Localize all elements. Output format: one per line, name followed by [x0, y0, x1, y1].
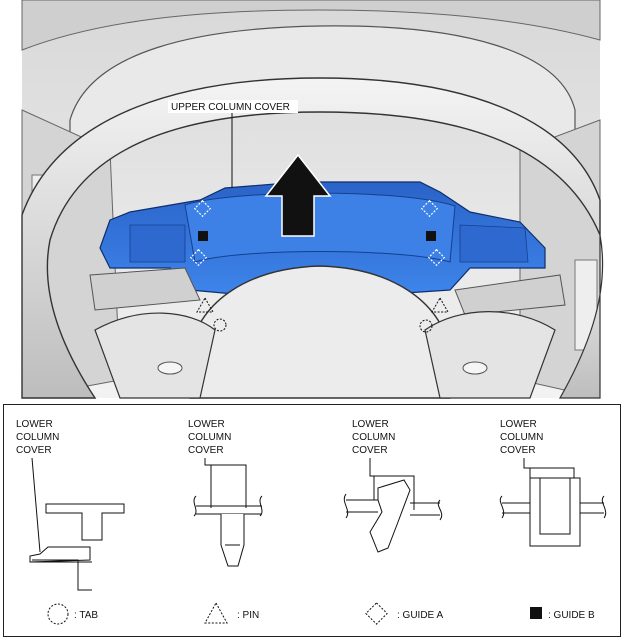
guide-b-break-right	[601, 495, 607, 519]
legend: : TAB : PIN : GUIDE A : GUIDE B	[47, 601, 595, 625]
guide-b-marker	[198, 231, 208, 241]
tab-marker	[419, 319, 433, 333]
guide-a-body	[369, 479, 411, 553]
panel-label-line: COVER	[16, 445, 52, 456]
panel-label-line: COLUMN	[16, 432, 59, 443]
left-stalk	[89, 267, 201, 311]
guide-a-marker	[193, 199, 212, 218]
detail-box-frame	[3, 404, 621, 637]
right-switch	[462, 361, 488, 375]
steering-wheel-left-spoke	[94, 312, 216, 399]
panel-label-line: COVER	[500, 445, 536, 456]
steering-wheel-rim-upper	[21, 77, 601, 399]
callout-label: UPPER COLUMN COVER	[171, 102, 290, 113]
cover-right-wing	[459, 224, 529, 263]
panel-label-line: LOWER	[352, 419, 389, 430]
panel-leader	[369, 458, 415, 510]
detail-panel-tab: LOWER COLUMN COVER	[16, 419, 125, 591]
dashed-diamond-icon	[365, 602, 388, 625]
pin-marker	[431, 296, 449, 313]
callout-label-bg	[168, 100, 298, 113]
detail-box: LOWER COLUMN COVER LOWER COLUMN COVER LO…	[3, 404, 621, 637]
guide-a-marker	[427, 248, 446, 267]
cover-left-wing	[129, 224, 186, 263]
right-stalk	[454, 274, 566, 316]
steering-wheel-rim-right	[558, 234, 604, 399]
dashed-circle-icon	[47, 603, 69, 625]
steering-wheel-right-spoke	[424, 311, 556, 399]
panel-label-line: COVER	[188, 445, 224, 456]
tab-lower-part	[32, 559, 92, 591]
guide-b-marker	[426, 231, 436, 241]
guide-a-break-right	[437, 499, 443, 521]
panel-label-line: COVER	[352, 445, 388, 456]
main-illustration: UPPER COLUMN COVER	[21, 0, 604, 399]
panel-label-line: COLUMN	[188, 432, 231, 443]
detail-panel-guide-a: LOWER COLUMN COVER	[343, 419, 443, 553]
guide-b-break-left	[499, 495, 505, 519]
cover-center-panel	[184, 192, 456, 263]
legend-label-tab: : TAB	[74, 610, 98, 621]
guide-a-marker	[189, 248, 208, 267]
pin-marker	[196, 296, 214, 313]
legend-label-guide-b: : GUIDE B	[548, 610, 595, 621]
dash-top	[21, 0, 601, 51]
guide-a-panel-lines	[346, 499, 440, 516]
guide-b-outer	[529, 477, 581, 547]
panel-leader	[31, 457, 41, 553]
pin-break-left	[193, 495, 197, 517]
removal-direction-arrow	[264, 153, 332, 237]
filled-square-icon	[530, 607, 542, 619]
pin-body	[220, 514, 245, 567]
panel-label-line: LOWER	[500, 419, 537, 430]
panel-label-line: COLUMN	[352, 432, 395, 443]
panel-label-line: COLUMN	[500, 432, 543, 443]
detail-panel-guide-b: LOWER COLUMN COVER	[499, 419, 607, 547]
panel-label-line: LOWER	[188, 419, 225, 430]
tab-marker	[213, 318, 227, 332]
legend-label-pin: : PIN	[237, 610, 259, 621]
dashed-triangle-icon	[204, 601, 228, 624]
left-switch	[157, 361, 183, 375]
legend-label-guide-a: : GUIDE A	[397, 610, 443, 621]
panel-label-line: LOWER	[16, 419, 53, 430]
guide-a-break-left	[343, 493, 349, 519]
detail-panel-pin: LOWER COLUMN COVER	[188, 419, 263, 567]
panel-leader	[204, 458, 247, 508]
tab-upper-part	[45, 503, 125, 541]
pin-break-right	[259, 495, 263, 517]
guide-b-inner	[539, 478, 571, 535]
